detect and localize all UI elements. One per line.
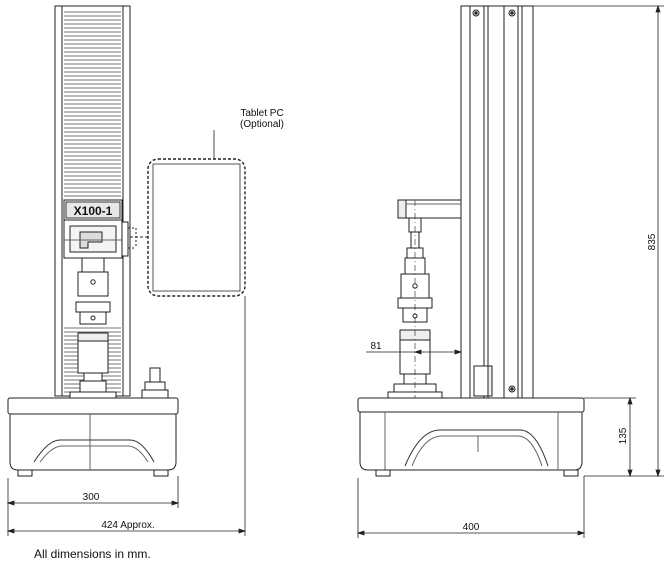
side-foot-left [375, 469, 391, 477]
dim-base-height [584, 396, 636, 478]
load-cell [81, 257, 105, 273]
front-base-top [7, 397, 179, 415]
side-bracket [473, 365, 489, 397]
dim-height-value: 835 [647, 233, 658, 250]
front-view: X100-1 [6, 5, 284, 536]
dim-base-height-value: 135 [618, 427, 629, 444]
side-column [460, 5, 534, 399]
model-label: X100-1 [74, 204, 113, 218]
dim-front-base-value: 300 [83, 492, 100, 503]
side-crosshead-arm [397, 199, 462, 219]
side-view: 81 400 835 1 [356, 4, 664, 538]
bolt-icon [472, 9, 480, 17]
side-base-top [357, 397, 585, 413]
lower-grip [79, 311, 107, 325]
dim-front-base [6, 476, 180, 508]
bolt-icon [508, 9, 516, 17]
tablet-screen [152, 163, 241, 292]
side-foot-right [563, 469, 579, 477]
front-column-slats [64, 11, 121, 197]
dim-front-overall-value: 424 Approx. [101, 520, 154, 531]
control-knob [149, 367, 161, 383]
side-base [359, 411, 583, 471]
front-base [9, 413, 177, 471]
dim-height [533, 4, 664, 478]
foot-right [153, 469, 169, 477]
dim-offset [366, 349, 463, 355]
dim-side-base [356, 476, 586, 538]
footnote: All dimensions in mm. [34, 547, 151, 561]
foot-left [17, 469, 33, 477]
tablet-pc-outline [147, 158, 246, 297]
bolt-icon [508, 385, 516, 393]
tablet-optional: (Optional) [240, 119, 284, 130]
dim-front-overall [6, 296, 247, 536]
tablet-title: Tablet PC [240, 108, 283, 119]
dim-offset-value: 81 [370, 341, 382, 352]
dim-side-base-value: 400 [463, 522, 480, 533]
